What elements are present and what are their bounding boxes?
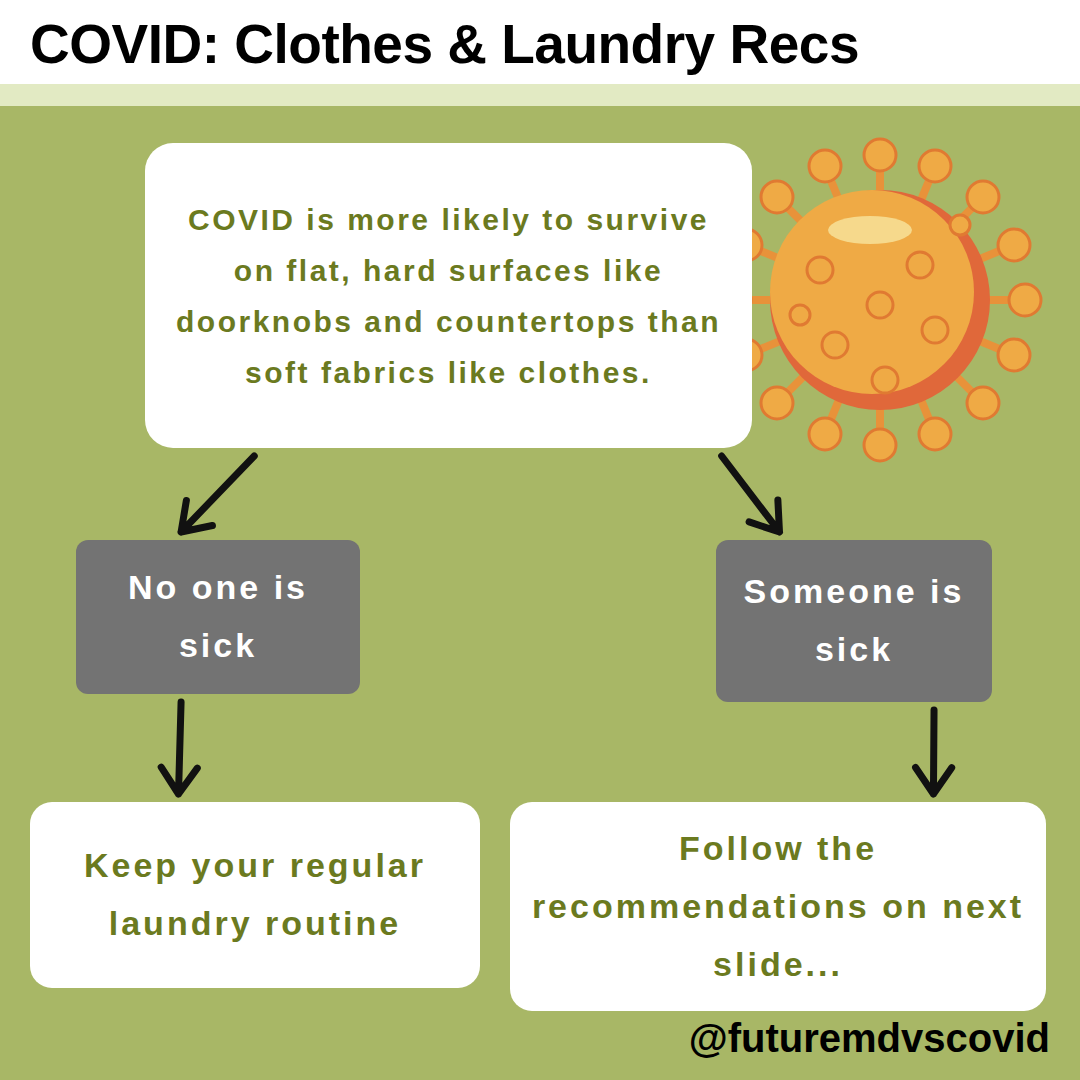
title-band	[0, 0, 1080, 84]
accent-stripe	[0, 84, 1080, 106]
node-text: Follow the recommendations on next slide…	[528, 820, 1028, 993]
arrow-line	[161, 702, 197, 794]
node-text: Someone is sick	[732, 563, 976, 679]
flow-arrow	[181, 456, 254, 532]
arrow-line	[722, 456, 780, 532]
node-text: COVID is more likely to survive on flat,…	[169, 194, 728, 398]
flow-arrow	[916, 710, 952, 794]
node-text: No one is sick	[92, 559, 344, 675]
condition-box: Someone is sick	[716, 540, 992, 702]
slide-title: COVID: Clothes & Laundry Recs	[30, 12, 859, 76]
condition-box: No one is sick	[76, 540, 360, 694]
account-handle: @futuremdvscovid	[689, 1016, 1050, 1061]
arrow-line	[181, 456, 254, 532]
flow-arrow	[161, 702, 197, 794]
action-box: Keep your regular laundry routine	[30, 802, 480, 988]
action-box: Follow the recommendations on next slide…	[510, 802, 1046, 1011]
virus-illustration	[719, 139, 1041, 461]
info-box: COVID is more likely to survive on flat,…	[145, 143, 752, 448]
flow-arrow	[722, 456, 780, 532]
node-text: Keep your regular laundry routine	[48, 837, 462, 953]
arrow-line	[916, 710, 952, 794]
